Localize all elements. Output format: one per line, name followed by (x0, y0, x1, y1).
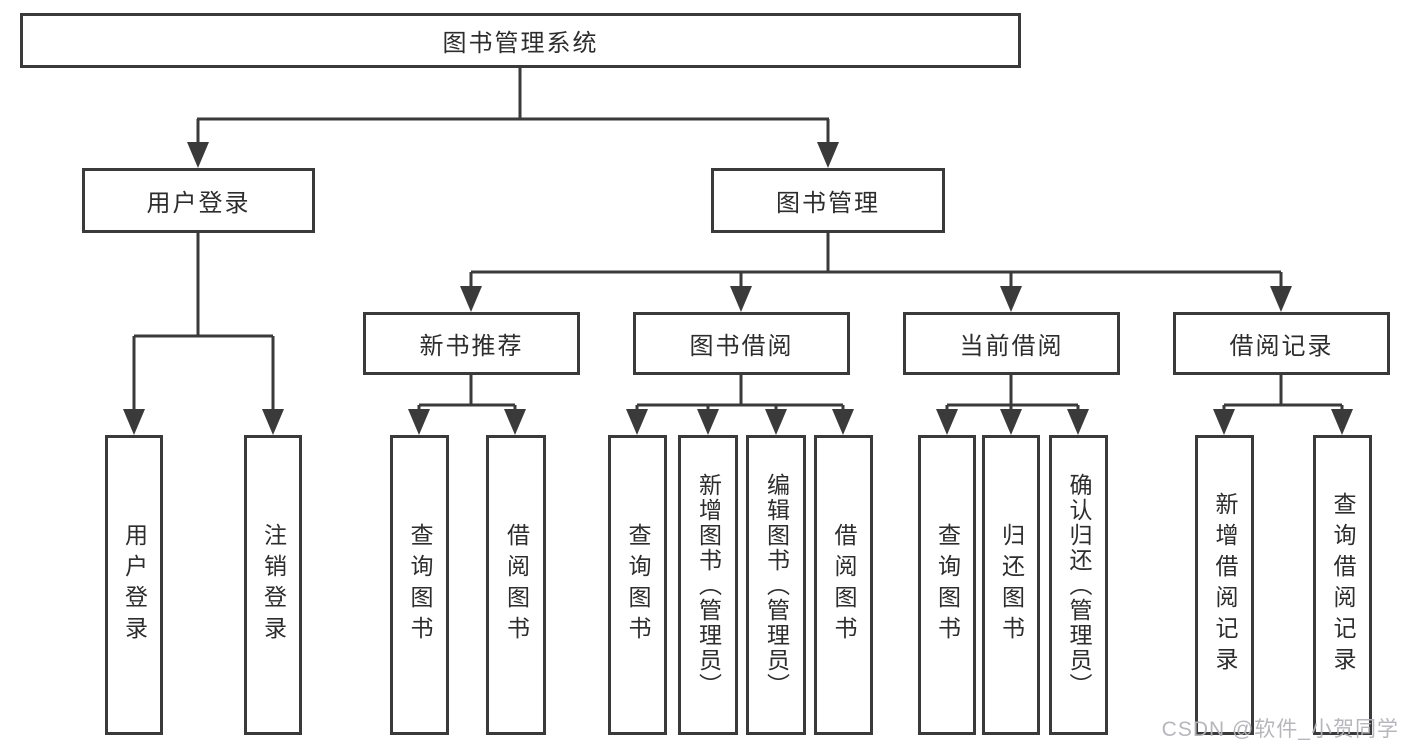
csdn-watermark: CSDN @软件_小贺同学 (1161, 718, 1399, 741)
node-book-borrow: 图书借阅 (633, 312, 850, 375)
leaf-label: 新增借阅记录 (1212, 492, 1238, 678)
leaf-label: 确认归还（管理员） (1066, 472, 1092, 698)
leaf-confirm-return-admin: 确认归还（管理员） (1049, 435, 1108, 735)
node-library-system: 图书管理系统 (20, 13, 1021, 68)
leaf-label: 注销登录 (260, 523, 287, 647)
leaf-label: 用户登录 (121, 523, 148, 647)
leaf-label: 查询图书 (934, 523, 961, 647)
leaf-borrow-query-books: 查询图书 (608, 435, 667, 735)
leaf-edit-books-admin: 编辑图书（管理员） (746, 435, 806, 735)
leaf-current-query-books: 查询图书 (918, 435, 976, 735)
leaf-label: 借阅图书 (503, 523, 530, 647)
leaf-label: 查询图书 (625, 523, 651, 647)
node-user-login: 用户登录 (82, 168, 315, 233)
leaf-user-login: 用户登录 (105, 435, 163, 735)
node-new-book-recommend: 新书推荐 (363, 312, 580, 375)
leaf-add-books-admin: 新增图书（管理员） (678, 435, 738, 735)
leaf-recommend-borrow-books: 借阅图书 (486, 435, 546, 735)
leaf-return-books: 归还图书 (982, 435, 1040, 735)
leaf-recommend-query-books: 查询图书 (390, 435, 449, 735)
node-borrow-records: 借阅记录 (1173, 312, 1390, 375)
leaf-label: 归还图书 (998, 523, 1025, 647)
leaf-borrow-books: 借阅图书 (814, 435, 873, 735)
leaf-label: 查询借阅记录 (1330, 492, 1356, 678)
arrowheads (123, 142, 1353, 435)
leaf-label: 新增图书（管理员） (695, 472, 722, 698)
leaf-logout: 注销登录 (244, 435, 302, 735)
leaf-query-borrow-record: 查询借阅记录 (1313, 435, 1372, 735)
leaf-label: 查询图书 (407, 523, 433, 647)
leaf-label: 编辑图书（管理员） (763, 472, 790, 698)
leaf-add-borrow-record: 新增借阅记录 (1195, 435, 1254, 735)
leaf-label: 借阅图书 (831, 523, 857, 647)
node-book-management: 图书管理 (711, 168, 945, 233)
node-current-borrow: 当前借阅 (903, 312, 1120, 375)
